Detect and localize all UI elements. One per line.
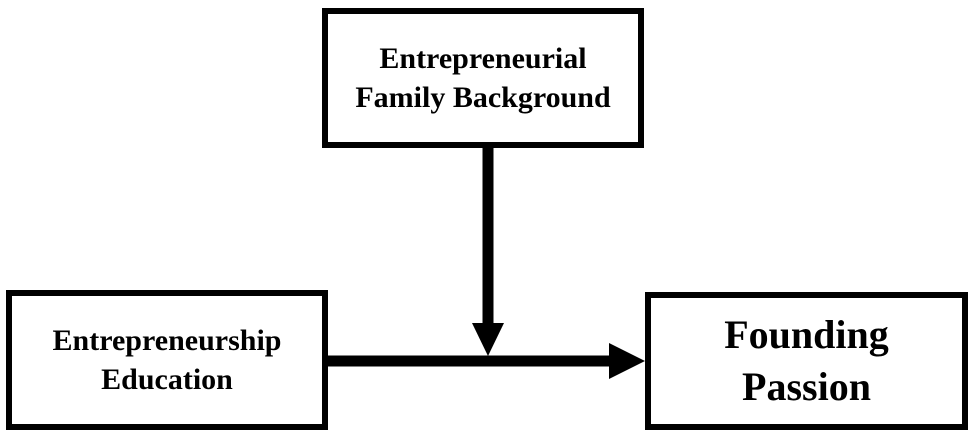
dependent-label: Founding Passion	[724, 309, 889, 413]
dependent-label-line1: Founding	[724, 312, 889, 357]
dependent-box-founding-passion: Founding Passion	[645, 292, 968, 430]
main-effect-arrowhead	[609, 343, 645, 379]
moderator-label: Entrepreneurial Family Background	[355, 39, 610, 117]
moderator-box-entrepreneurial-family-background: Entrepreneurial Family Background	[322, 8, 644, 148]
independent-label-line2: Education	[101, 363, 233, 396]
dependent-label-line2: Passion	[742, 364, 871, 409]
moderator-label-line1: Entrepreneurial	[379, 42, 587, 75]
independent-label-line1: Entrepreneurship	[52, 324, 282, 357]
moderator-arrowhead	[472, 323, 504, 356]
independent-label: Entrepreneurship Education	[53, 321, 282, 399]
independent-box-entrepreneurship-education: Entrepreneurship Education	[6, 290, 328, 430]
moderator-label-line2: Family Background	[355, 81, 611, 114]
